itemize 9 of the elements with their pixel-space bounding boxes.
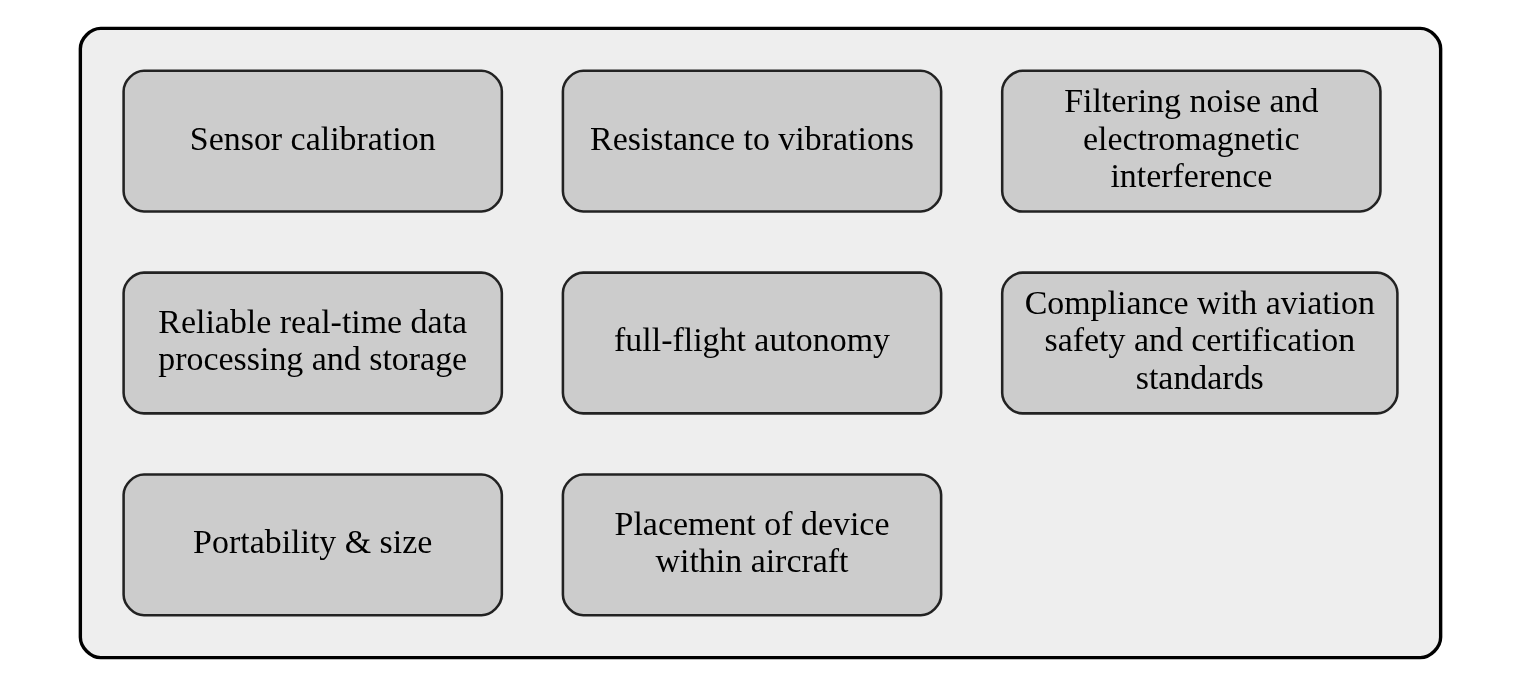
node-box: Compliance with aviation safety and certification standards: [1000, 271, 1399, 415]
node-box: Filtering noise and electromagnetic interference: [1000, 69, 1382, 213]
node-box: Portability & size: [121, 473, 503, 617]
node-box: Placement of device within aircraft: [561, 473, 942, 617]
node-box: Sensor calibration: [121, 69, 503, 213]
node-box: full‑flight autonomy: [561, 271, 942, 415]
node-box: Reliable real-time data processing and storage: [121, 271, 503, 415]
cluster: [78, 26, 1442, 660]
node-box: Resistance to vibrations: [561, 69, 942, 213]
